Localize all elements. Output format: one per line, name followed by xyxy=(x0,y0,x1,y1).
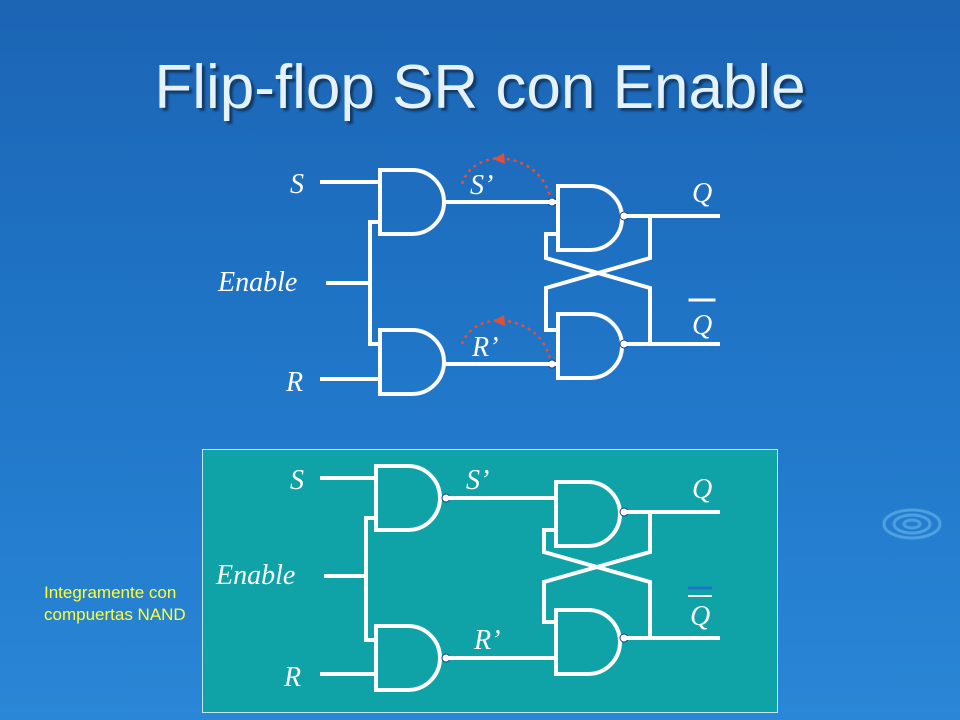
nand-gate-q xyxy=(556,184,624,252)
nand-latch-gate-q xyxy=(554,480,622,548)
nand-note: Integramente con compuertas NAND xyxy=(44,583,186,624)
bottom-circuit: S Enable R S’ R’ Q Q xyxy=(215,464,720,693)
nand-latch-gate-qbar xyxy=(554,608,622,676)
nand-circuit-panel xyxy=(202,449,778,713)
nand-gate-qbar xyxy=(556,312,624,380)
top-label-q: Q xyxy=(692,178,712,209)
top-circuit: S Enable R S’ R’ Q Q xyxy=(217,153,720,398)
bottom-label-r-prime: R’ xyxy=(473,625,500,656)
top-label-enable: Enable xyxy=(217,267,297,298)
and-gate-r xyxy=(378,328,446,396)
top-label-s-prime: S’ xyxy=(470,170,493,201)
slide-title: Flip-flop SR con Enable xyxy=(154,53,806,122)
top-label-q-bar: Q xyxy=(692,310,712,341)
q-feedback-wire xyxy=(544,214,652,332)
nand-gate-s xyxy=(374,464,442,532)
bottom-label-s: S xyxy=(290,465,304,496)
nand-gate-r xyxy=(374,624,442,692)
nand-qbar-feedback-wire xyxy=(542,528,652,640)
r-prime-arrow-icon xyxy=(493,315,505,326)
top-label-r: R xyxy=(285,367,303,398)
top-label-r-prime: R’ xyxy=(471,332,498,363)
ripple-decoration xyxy=(882,508,942,540)
top-label-s: S xyxy=(290,169,304,200)
bottom-label-q: Q xyxy=(692,474,712,505)
bottom-label-enable: Enable xyxy=(215,560,295,591)
qbar-feedback-wire xyxy=(544,232,652,346)
s-prime-arrow-icon xyxy=(493,153,505,164)
nand-q-feedback-wire xyxy=(542,510,652,624)
bottom-label-s-prime: S’ xyxy=(466,465,489,496)
bottom-label-r: R xyxy=(283,662,301,693)
and-gate-s xyxy=(378,168,446,236)
bottom-label-q-bar: Q xyxy=(690,601,710,632)
